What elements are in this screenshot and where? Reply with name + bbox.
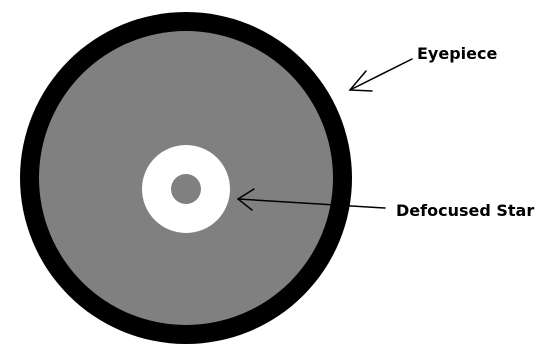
defocused-star-label: Defocused Star [396,201,534,220]
defocused-star-center [171,174,201,204]
eyepiece-label: Eyepiece [417,44,497,63]
eyepiece-arrow-icon [350,59,412,91]
